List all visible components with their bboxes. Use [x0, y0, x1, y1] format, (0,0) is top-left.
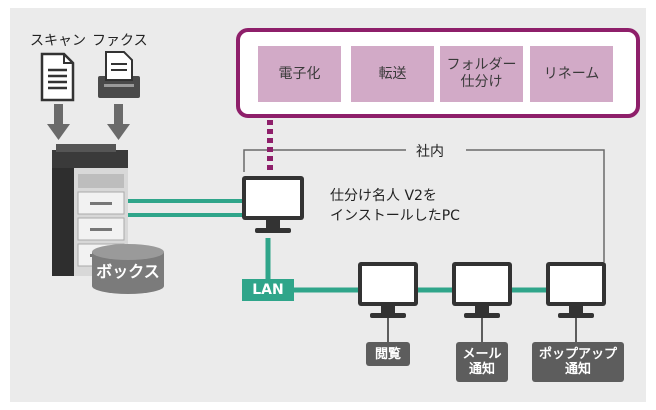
- mail-notify-label: メール 通知: [462, 347, 502, 377]
- box-label: ボックス: [96, 262, 160, 281]
- function-rename: リネーム: [530, 46, 613, 102]
- box-storage-icon: [92, 244, 164, 294]
- mail-notify-tag: メール 通知: [456, 342, 508, 382]
- popup-notify-label: ポップアップ 通知: [538, 347, 617, 377]
- pc-label: 仕分け名人 V2を インストールしたPC: [330, 188, 460, 224]
- lan-line: [265, 238, 548, 293]
- function-transfer-label: 転送: [378, 65, 407, 82]
- monitor-icon-view: [358, 262, 418, 318]
- function-digitize: 電子化: [258, 46, 341, 102]
- monitor-icon-main: [242, 176, 304, 233]
- monitor-icon-mail: [452, 262, 512, 318]
- lan-label: LAN: [252, 282, 284, 298]
- function-panel: 電子化 転送 フォルダー 仕分け リネーム: [236, 28, 640, 118]
- lan-badge: LAN: [242, 279, 294, 301]
- scan-arrow: [47, 104, 70, 140]
- function-rename-label: リネーム: [543, 65, 600, 82]
- view-label: 閲覧: [374, 346, 401, 362]
- fax-label: ファクス: [92, 33, 148, 49]
- function-transfer: 転送: [351, 46, 434, 102]
- fax-arrow: [107, 104, 130, 140]
- function-digitize-label: 電子化: [278, 65, 321, 82]
- function-folder-sort-label: フォルダー 仕分け: [446, 57, 517, 90]
- monitor-icon-popup: [546, 262, 606, 318]
- popup-notify-tag: ポップアップ 通知: [532, 342, 624, 382]
- document-icon: [40, 52, 75, 102]
- function-folder-sort: フォルダー 仕分け: [440, 46, 523, 102]
- intranet-boundary: [243, 149, 605, 262]
- fax-icon: [98, 51, 140, 98]
- scan-label: スキャン: [30, 33, 86, 49]
- view-tag: 閲覧: [366, 342, 410, 366]
- intranet-label: 社内: [412, 141, 448, 161]
